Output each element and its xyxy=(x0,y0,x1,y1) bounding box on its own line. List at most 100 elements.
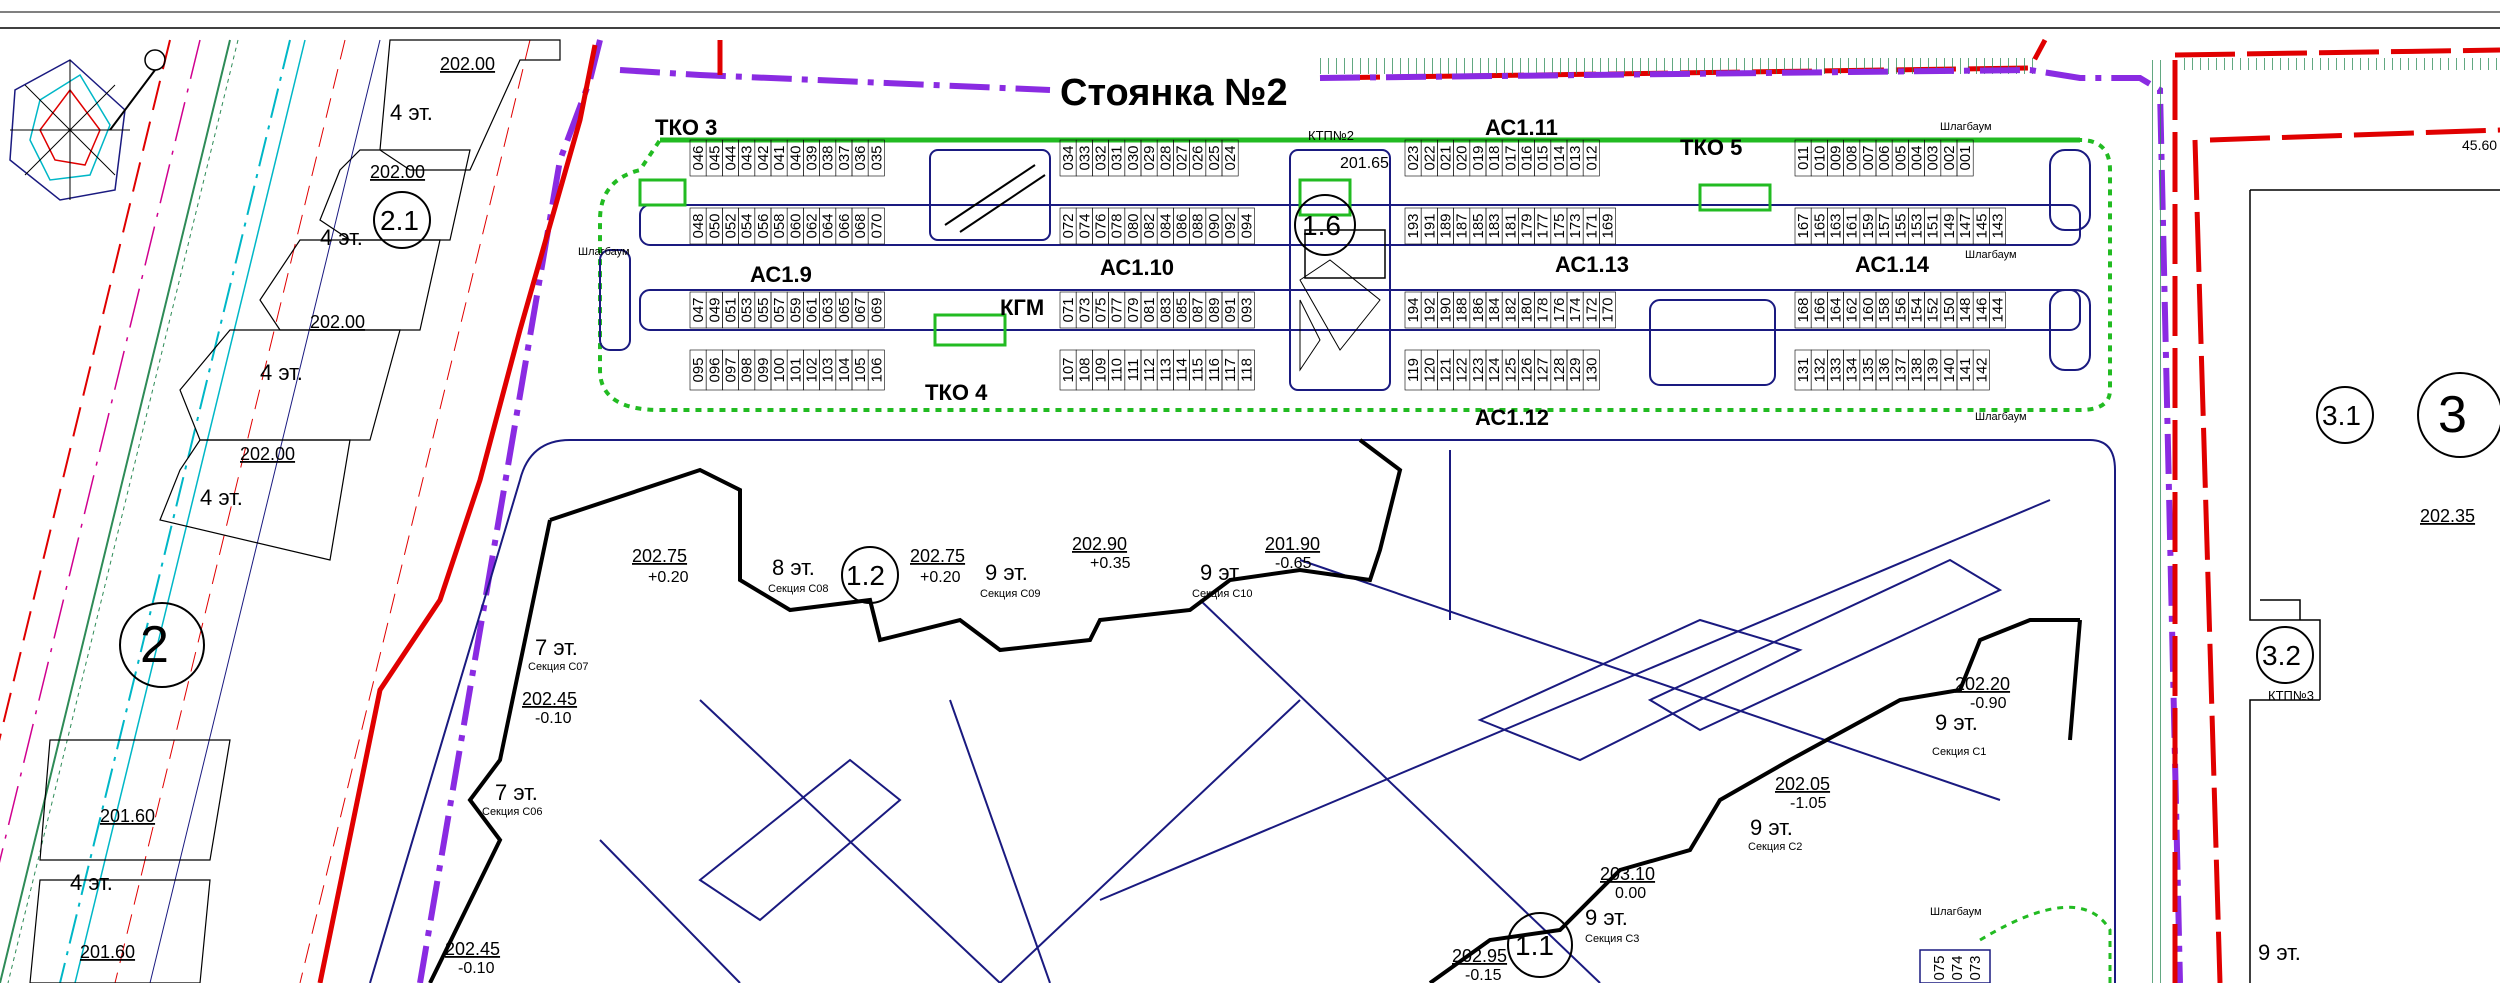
parking-slot-number: 132 xyxy=(1811,357,1828,382)
parking-slot-number: 073 xyxy=(1967,955,1984,980)
parking-slot xyxy=(867,207,885,245)
zone-label-2-1: 2.1 xyxy=(380,205,419,236)
parking-slot-number: 064 xyxy=(820,213,837,238)
parking-slot-number: 075 xyxy=(1093,297,1110,322)
parking-slot-number: 037 xyxy=(836,145,853,170)
parking-slot-number: 139 xyxy=(1925,357,1942,382)
parking-slot-number: 155 xyxy=(1892,213,1909,238)
parking-slot-number: 023 xyxy=(1405,145,1422,170)
parking-slot-number: 081 xyxy=(1141,297,1158,322)
parking-slot-number: 146 xyxy=(1973,297,1990,322)
building-c09-floors: 9 эт. xyxy=(985,560,1028,585)
svg-text:-1.05: -1.05 xyxy=(1790,795,1827,812)
parking-slot-number: 030 xyxy=(1125,145,1142,170)
svg-text:202.45: 202.45 xyxy=(445,939,500,959)
parking-slot-number: 097 xyxy=(723,357,740,382)
svg-text:201.90: 201.90 xyxy=(1265,534,1320,554)
building-c08-section: Секция С08 xyxy=(768,583,829,595)
parking-slot-number: 034 xyxy=(1060,145,1077,170)
parking-slot-number: 143 xyxy=(1990,213,2007,238)
parking-slot-number: 158 xyxy=(1876,297,1893,322)
parking-slot-number: 160 xyxy=(1860,297,1877,322)
parking-slot-number: 011 xyxy=(1795,146,1812,170)
ktp2-label: КТП№2 xyxy=(1308,128,1354,143)
parking-slot-number: 044 xyxy=(723,145,740,170)
site-boundary xyxy=(317,38,2500,983)
parking-slot-number: 074 xyxy=(1949,955,1966,980)
parking-slot-number: 177 xyxy=(1535,213,1552,238)
svg-text:202.20: 202.20 xyxy=(1955,674,2010,694)
parking-slot-number: 174 xyxy=(1567,297,1584,322)
parking-slot-number: 121 xyxy=(1438,357,1455,382)
parking-slot-number: 004 xyxy=(1909,145,1926,170)
parking-slot-number: 062 xyxy=(804,213,821,238)
parking-slot-number: 085 xyxy=(1174,297,1191,322)
parking-slot xyxy=(1599,291,1616,329)
parking-slot-number: 104 xyxy=(836,357,853,382)
lower-right-parking xyxy=(1919,905,2112,983)
west-floors-4: 4 эт. xyxy=(200,485,243,510)
parking-slot-number: 135 xyxy=(1860,357,1877,382)
parking-slot-number: 001 xyxy=(1957,145,1974,170)
parking-slot-number: 079 xyxy=(1125,297,1142,322)
parking-slot-number: 027 xyxy=(1174,145,1191,170)
parking-slot-number: 024 xyxy=(1222,145,1239,170)
parking-slot xyxy=(1582,139,1600,177)
parking-slot-number: 048 xyxy=(690,213,707,238)
parking-slot-number: 020 xyxy=(1454,145,1471,170)
building-c3-floors: 9 эт. xyxy=(1585,905,1628,930)
parking-slot-number: 185 xyxy=(1470,213,1487,238)
parking-slot-number: 071 xyxy=(1060,297,1077,322)
parking-slot-number: 157 xyxy=(1876,213,1893,238)
parking-slot-number: 164 xyxy=(1828,297,1845,322)
parking-slot-number: 033 xyxy=(1076,145,1093,170)
parking-slot-number: 075 xyxy=(1931,955,1948,980)
building-c2-floors: 9 эт. xyxy=(1750,815,1793,840)
parking-slot-number: 046 xyxy=(690,145,707,170)
parking-slot-number: 115 xyxy=(1190,358,1207,382)
parking-title: Стоянка №2 xyxy=(1060,72,1288,114)
parking-slot-number: 184 xyxy=(1486,297,1503,322)
parking-slot-number: 145 xyxy=(1973,213,1990,238)
parking-slot xyxy=(1237,349,1255,391)
svg-text:203.10: 203.10 xyxy=(1600,864,1655,884)
zone-label-1-6: 1.6 xyxy=(1302,210,1341,241)
parking-slot-number: 060 xyxy=(787,213,804,238)
building-c10-section: Секция С10 xyxy=(1192,588,1253,600)
parking-slot xyxy=(1599,207,1616,245)
parking-slot-number: 051 xyxy=(723,297,740,322)
west-floors-1: 4 эт. xyxy=(390,100,433,125)
barrier-label-5: Шлагбаум xyxy=(1930,906,1982,918)
parking-slot-number: 162 xyxy=(1844,297,1861,322)
parking-slot-number: 134 xyxy=(1844,357,1861,382)
svg-text:-0.65: -0.65 xyxy=(1275,555,1312,572)
parking-slot-number: 087 xyxy=(1190,297,1207,322)
svg-text:45.60: 45.60 xyxy=(2462,137,2497,153)
parking-slot-number: 100 xyxy=(771,357,788,382)
parking-slot-number: 016 xyxy=(1519,145,1536,170)
parking-slot-number: 032 xyxy=(1093,145,1110,170)
parking-slot-number: 068 xyxy=(852,213,869,238)
parking-slot-number: 025 xyxy=(1206,145,1223,170)
parking-slot-number: 116 xyxy=(1206,358,1223,382)
parking-slot-number: 028 xyxy=(1157,145,1174,170)
parking-slot-number: 194 xyxy=(1405,297,1422,322)
parking-slot-number: 038 xyxy=(820,145,837,170)
parking-slot-number: 076 xyxy=(1093,213,1110,238)
parking-slot-number: 138 xyxy=(1909,357,1926,382)
building-c07-section: Секция С07 xyxy=(528,661,589,673)
parking-slot-number: 137 xyxy=(1892,357,1909,382)
zone-label-1-2: 1.2 xyxy=(846,560,885,591)
parking-slot-number: 036 xyxy=(852,145,869,170)
parking-slot-number: 090 xyxy=(1206,213,1223,238)
parking-slot-number: 059 xyxy=(787,297,804,322)
west-floors-5: 4 эт. xyxy=(70,870,113,895)
barrier-label-1: Шлагбаум xyxy=(578,246,630,258)
parking-slot-number: 057 xyxy=(771,297,788,322)
parking-slot-number: 153 xyxy=(1909,213,1926,238)
svg-text:202.05: 202.05 xyxy=(1775,774,1830,794)
building-c10-floors: 9 эт. xyxy=(1200,560,1243,585)
parking-slot-number: 040 xyxy=(787,145,804,170)
parking-slot-number: 131 xyxy=(1795,357,1812,382)
parking-slot-number: 067 xyxy=(852,297,869,322)
